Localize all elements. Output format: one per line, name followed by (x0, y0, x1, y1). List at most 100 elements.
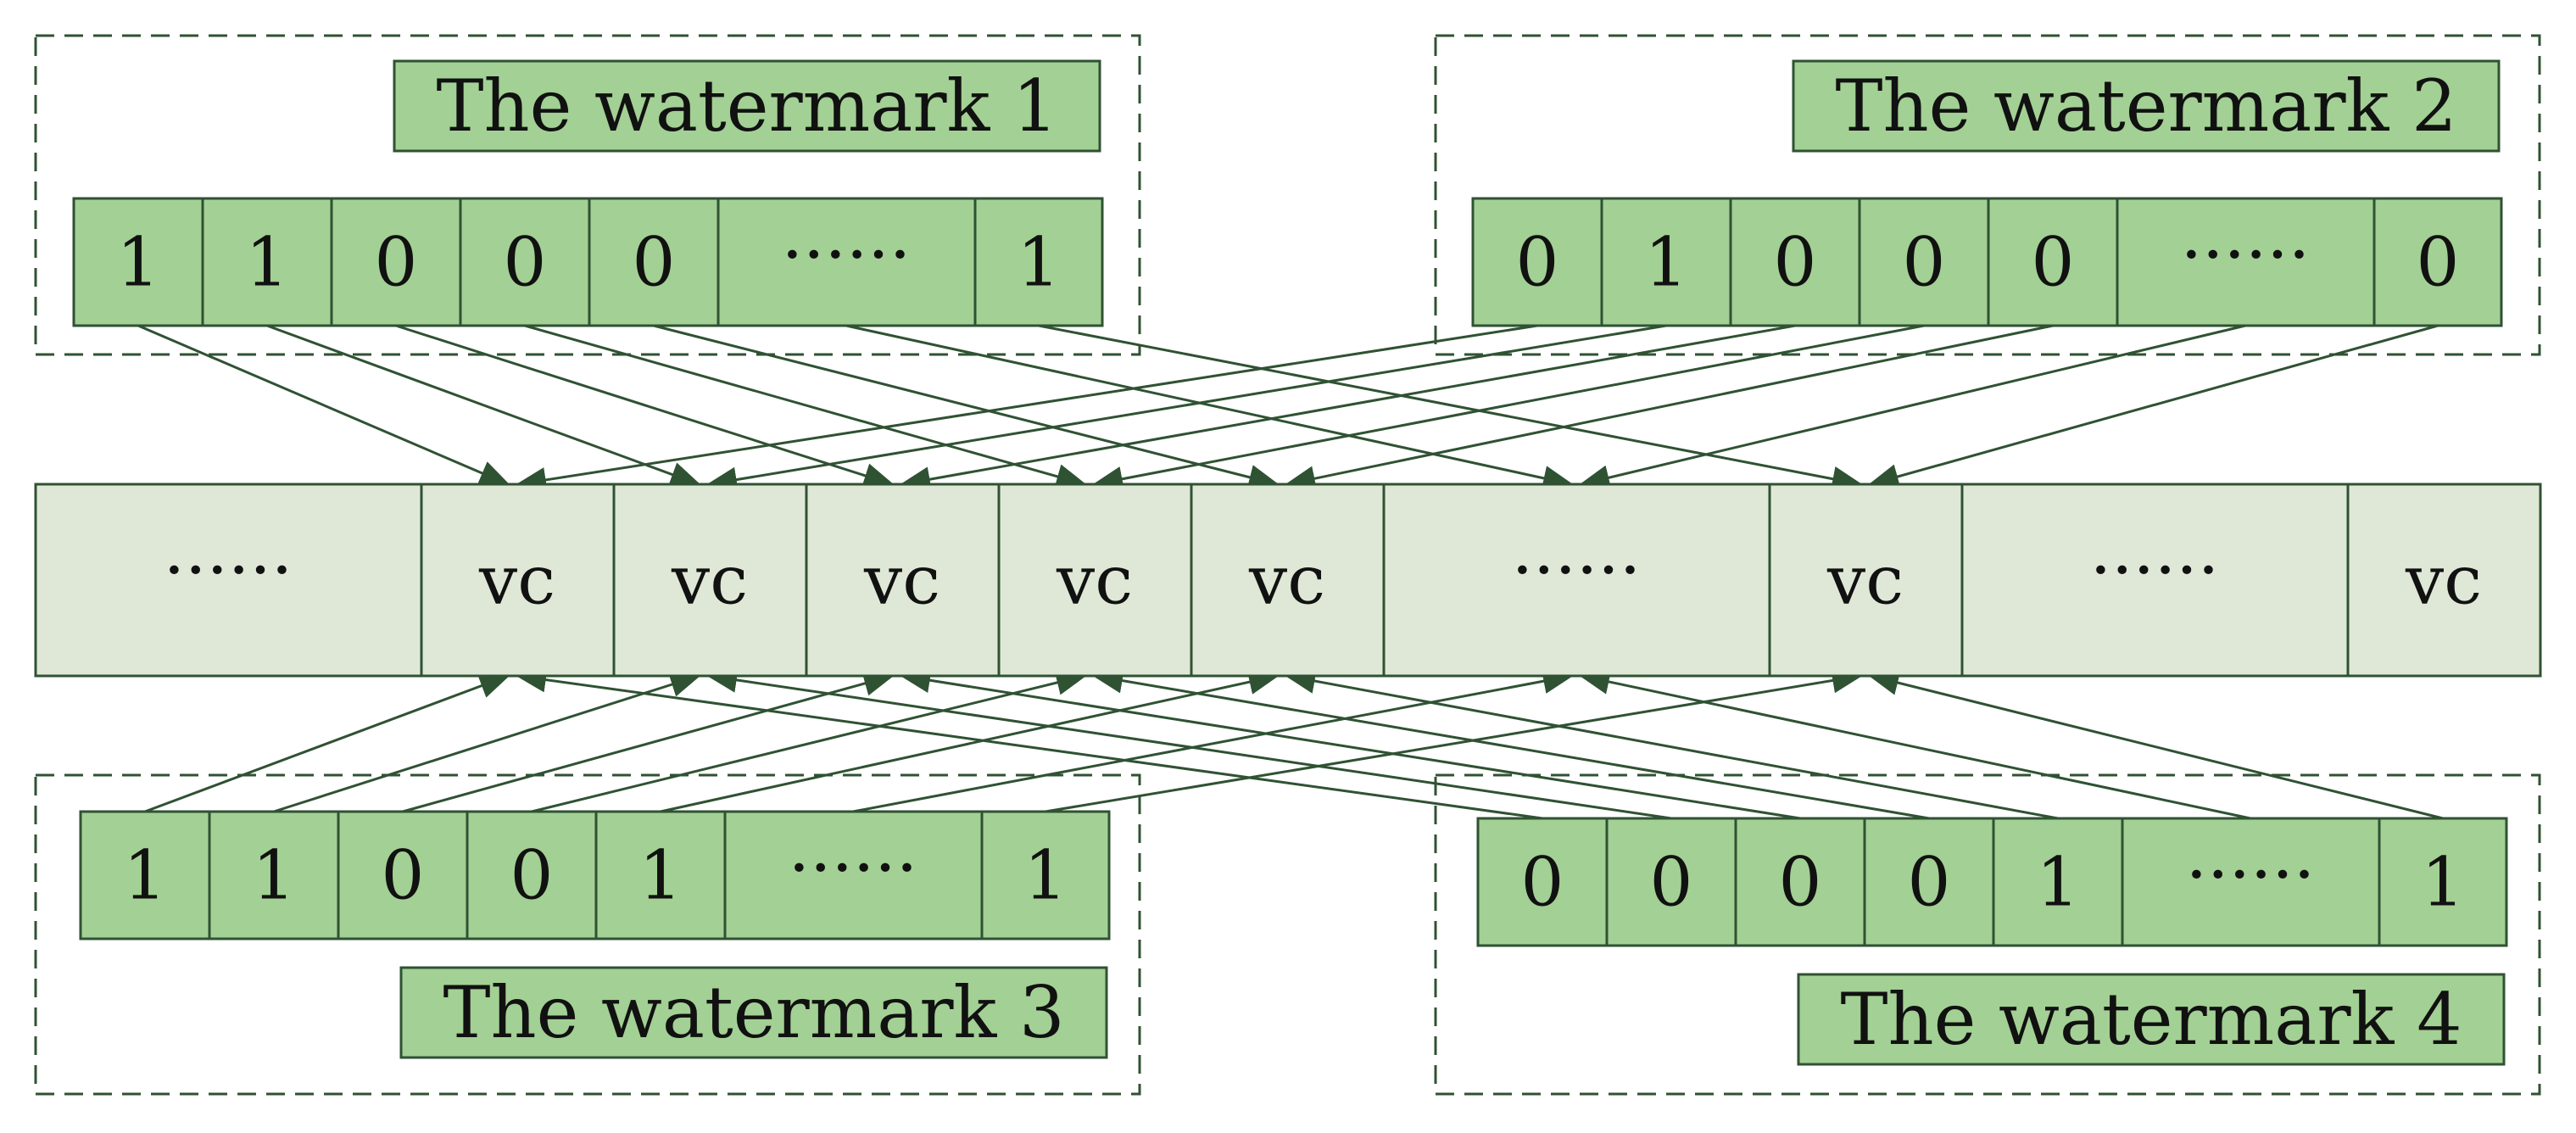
watermark-3-bit-label: 0 (382, 836, 425, 915)
watermark-4-bit-row: 0 0 0 0 1 ······ 1 (1476, 817, 2508, 947)
watermark-4-bit-label: ······ (2186, 835, 2316, 914)
watermark-4-arrow (1579, 669, 2251, 820)
watermark-3-bit (337, 810, 469, 940)
watermark-4-bit (1992, 817, 2124, 947)
watermark-1-bit-row: 1 1 0 0 0 ······ 1 (72, 197, 1104, 327)
watermark-2-bit-row: 0 1 0 0 0 ······ 0 (1471, 197, 2503, 327)
watermark-1-bit (716, 197, 977, 327)
watermark-3-dashed-box (34, 773, 1141, 1096)
watermark-4-arrow (1285, 668, 2059, 820)
watermark-2-bit-label: 0 (1903, 223, 1946, 302)
carrier-cell-vc (612, 483, 808, 678)
carrier-row: ······ vc vc vc vc vc ······ vc ······ v… (34, 483, 2542, 678)
carrier-cell-vc (420, 483, 616, 678)
watermark-3-bit (980, 810, 1111, 940)
watermark-4-arrow (1092, 667, 1930, 820)
watermark-3-bit-label: 1 (253, 836, 296, 915)
watermark-3-bit-label: 1 (1024, 836, 1068, 915)
watermark-2-arrow (1285, 324, 2054, 491)
carrier-cell-label: vc (671, 541, 748, 620)
watermark-1-arrow (653, 324, 1280, 490)
watermark-2-title: The watermark 2 (1835, 64, 2456, 148)
watermark-1-bit-label: 1 (117, 223, 160, 302)
watermark-3-bit-row: 1 1 0 0 1 ······ 1 (79, 810, 1111, 940)
watermark-1-bit-label: 0 (633, 223, 676, 302)
watermark-4-bit (1476, 817, 1609, 947)
carrier-cell-label: ······ (164, 531, 293, 610)
watermark-3-arrow (273, 672, 701, 813)
watermark-2-dashed-box (1434, 34, 2541, 356)
carrier-cell-vc (2346, 483, 2542, 678)
carrier-cell-label: vc (2405, 541, 2482, 620)
watermark-1-bit (588, 197, 720, 327)
watermark-3-bit-label: 1 (124, 836, 167, 915)
watermark-2-arrow (1092, 324, 1925, 492)
connector-arrows (137, 324, 2444, 820)
watermark-2-bit (1987, 197, 2119, 327)
watermark-4-bit (1605, 817, 1737, 947)
watermark-4-group: 0 0 0 0 1 ······ 1 The watermark 4 (1434, 773, 2541, 1096)
carrier-cell-label: vc (1248, 541, 1325, 620)
watermark-1-bit (330, 197, 462, 327)
watermark-3-arrow (402, 671, 895, 813)
carrier-cell-label: ······ (2090, 531, 2220, 610)
watermark-1-arrow (845, 324, 1574, 491)
carrier-cell-vc (997, 483, 1193, 678)
carrier-cell-label: vc (1056, 541, 1133, 620)
watermark-3-bit (723, 810, 984, 940)
carrier-cell-label: ······ (1512, 531, 1642, 610)
carrier-cell-ellipsis (1382, 483, 1771, 678)
watermark-1-bit (973, 197, 1104, 327)
watermark-2-bit (1729, 197, 1861, 327)
carrier-cell-ellipsis (1960, 483, 2350, 678)
watermark-4-title: The watermark 4 (1840, 978, 2462, 1061)
watermark-2-bit (1858, 197, 1990, 327)
watermark-4-arrow (900, 667, 1801, 820)
watermark-1-arrow (395, 324, 895, 488)
watermark-2-bit-label: 0 (2032, 223, 2075, 302)
watermark-1-bit-label: ······ (782, 215, 912, 294)
watermark-1-dashed-box (34, 34, 1141, 356)
watermark-1-title: The watermark 1 (436, 64, 1057, 148)
watermark-2-bit (2116, 197, 2376, 327)
watermark-1-arrow (137, 324, 510, 486)
watermark-1-bit-label: 0 (504, 223, 547, 302)
watermark-1-group: The watermark 1 1 1 0 0 0 ······ 1 (34, 34, 1141, 356)
carrier-cell-label: vc (1826, 541, 1904, 620)
watermark-3-arrow (660, 669, 1280, 813)
watermark-3-bit-label: ······ (789, 829, 918, 907)
carrier-cell-label: vc (478, 541, 555, 620)
watermark-3-title-box (399, 966, 1108, 1059)
watermark-3-bit (208, 810, 340, 940)
carrier-cell-vc (805, 483, 1001, 678)
watermark-1-bit-label: 0 (375, 223, 418, 302)
watermark-4-bit-label: 0 (1521, 843, 1564, 922)
watermark-4-bit (2121, 817, 2381, 947)
watermark-4-bit-label: 0 (1650, 843, 1693, 922)
watermark-1-bit (72, 197, 204, 327)
carrier-cell-ellipsis (34, 483, 423, 678)
watermark-3-bit-label: 0 (510, 836, 554, 915)
watermark-2-bit-label: ······ (2181, 215, 2311, 294)
watermark-2-bit-label: 1 (1645, 223, 1688, 302)
carrier-cell-label: vc (863, 541, 940, 620)
watermark-4-bit-label: 0 (1908, 843, 1951, 922)
watermark-2-arrow (900, 324, 1796, 492)
watermark-1-bit-label: 1 (1018, 223, 1061, 302)
watermark-3-arrow (531, 670, 1087, 813)
watermark-4-dashed-box (1434, 773, 2541, 1096)
watermark-2-bit-label: 0 (1516, 223, 1559, 302)
watermark-1-bit-label: 1 (246, 223, 289, 302)
watermark-4-bit (2378, 817, 2508, 947)
watermark-2-arrow (1868, 324, 2439, 489)
watermark-4-bit (1734, 817, 1866, 947)
watermark-3-bit-label: 1 (639, 836, 683, 915)
watermark-4-bit-label: 1 (2422, 843, 2465, 922)
watermark-2-bit-label: 0 (1774, 223, 1817, 302)
watermark-4-arrow (516, 667, 1543, 820)
carrier-cell-vc (1190, 483, 1386, 678)
watermark-2-bit-label: 0 (2417, 223, 2460, 302)
watermark-4-arrow (1868, 670, 2444, 820)
watermark-1-title-box (393, 59, 1101, 153)
watermark-3-bit (466, 810, 598, 940)
